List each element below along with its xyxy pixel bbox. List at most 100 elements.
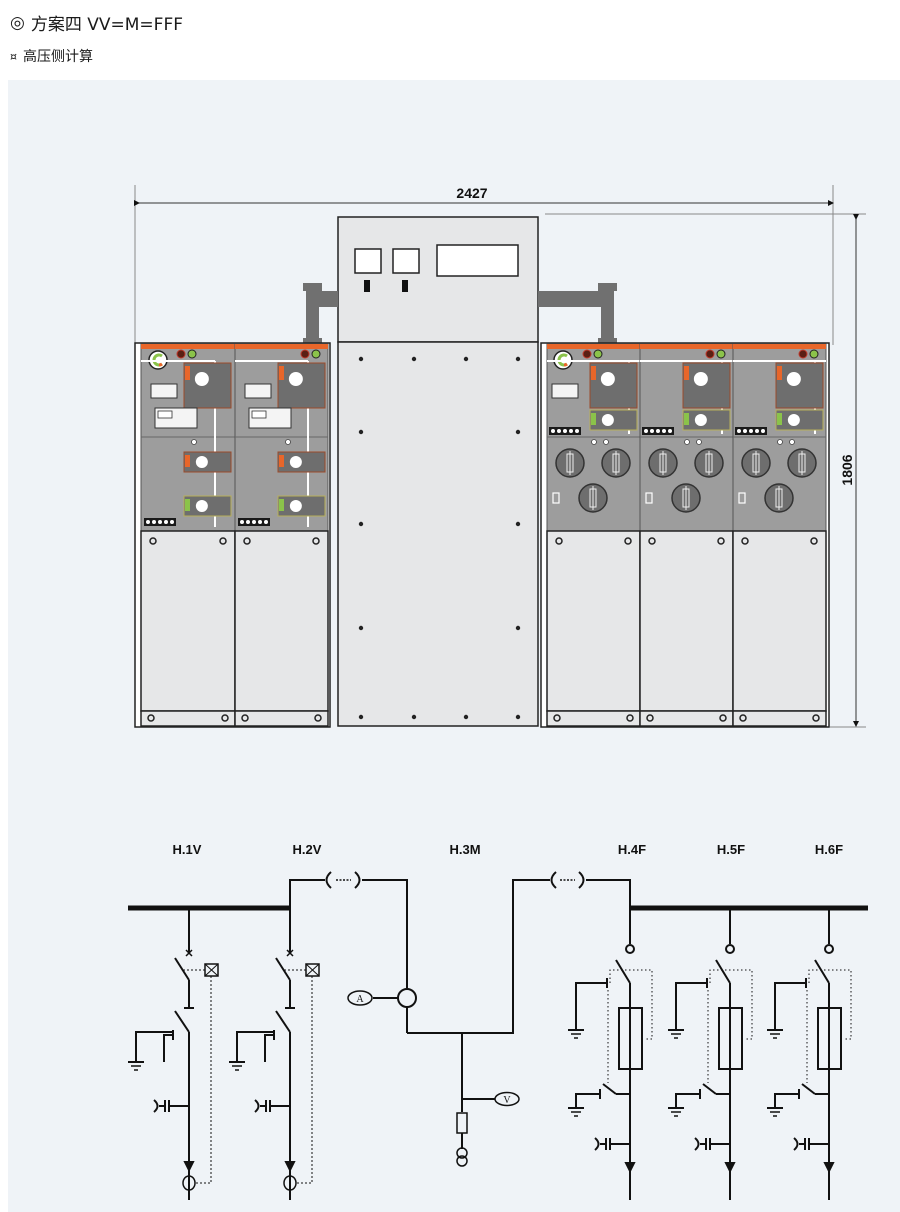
cabinet-plinth: [234, 710, 329, 727]
relay-unit: [551, 383, 579, 399]
ammeter-label: A: [356, 994, 364, 1005]
indicator-red-icon: [582, 349, 592, 359]
load-switch-blade: [275, 957, 291, 981]
plinth-bolt-icon: [646, 714, 654, 722]
trip-circuit-link: [195, 976, 212, 1184]
indicator-red-icon: [300, 349, 310, 359]
mechanism-dial-icon: [786, 372, 801, 386]
cable-arrow-icon: [624, 1162, 636, 1174]
earth-connector: [135, 1031, 174, 1062]
cable-termination-icon: [793, 1137, 799, 1151]
cabinet-plinth: [639, 710, 734, 727]
terminal-dot: [644, 429, 648, 433]
door-bolt-icon: [149, 537, 157, 545]
earth-switch-blade: [801, 1083, 816, 1095]
mechanism-label-strip: [279, 366, 284, 380]
trip-coil-cross: [204, 963, 219, 977]
mechanism-label-strip: [185, 455, 190, 467]
mechanism-label-strip: [279, 455, 284, 467]
plinth-bolt-icon: [812, 714, 820, 722]
fuse-indicator-icon: [738, 492, 746, 504]
cabinet-lower-door: [234, 530, 329, 712]
terminal-dot: [557, 429, 561, 433]
indicator-red-icon: [798, 349, 808, 359]
mechanism-dial-icon: [195, 456, 208, 468]
load-switch-blade: [814, 959, 830, 984]
plinth-bolt-icon: [221, 714, 229, 722]
terminal-dot: [569, 429, 573, 433]
bushing-icon: [824, 944, 834, 954]
earth-switch-line: [774, 982, 806, 1030]
door-bolt-icon: [648, 537, 656, 545]
load-switch-blade: [715, 959, 731, 984]
width-dimension: 2427: [134, 185, 834, 345]
plinth-bolt-icon: [739, 714, 747, 722]
unit-label-H4F: H.4F: [618, 842, 646, 857]
mechanism-dial-icon: [289, 456, 302, 468]
plinth-bolt-icon: [626, 714, 634, 722]
unit-label-H3M: H.3M: [449, 842, 480, 857]
terminal-dot: [258, 520, 262, 524]
operating-mechanism: [589, 362, 638, 409]
indicator-lamp-icon: [591, 439, 597, 445]
indicator-green-icon: [809, 349, 819, 359]
terminal-dot: [246, 520, 250, 524]
page-title: ◎ 方案四 VV=M=FFF: [10, 10, 183, 36]
cabinet-H.1V: [140, 343, 236, 727]
terminal-dot: [146, 520, 150, 524]
door-bolt-icon: [312, 537, 320, 545]
mechanism-dial-icon: [195, 500, 208, 512]
bushing-icon: [725, 944, 735, 954]
terminal-dot: [662, 429, 666, 433]
terminal-dot: [551, 429, 555, 433]
bushing-icon: [625, 944, 635, 954]
cabinet-lower-door: [732, 530, 827, 712]
mechanism-label-strip: [185, 499, 190, 511]
door-bolt-icon: [624, 537, 632, 545]
cabinet-H.6F: [732, 343, 827, 727]
disconnect-x-icon: [185, 949, 193, 957]
indicator-lamp-icon: [285, 439, 291, 445]
operating-mechanism: [183, 362, 232, 409]
mechanism-label-strip: [684, 413, 689, 425]
mechanism-dial-icon: [194, 372, 209, 386]
plinth-bolt-icon: [553, 714, 561, 722]
mechanism-dial-icon: [289, 500, 302, 512]
metering-cabinet-H3M: [337, 216, 539, 727]
load-switch-blade: [615, 959, 631, 984]
orange-top-strip: [733, 344, 826, 349]
operating-mechanism: [277, 362, 326, 409]
height-dimension-label: 1806: [839, 454, 855, 485]
single-line-diagram: H.1V H.2V H.3M H.4F H.5F H.6F A V: [128, 842, 868, 1200]
terminal-dot: [761, 429, 765, 433]
subtitle-text: 高压侧计算: [23, 49, 93, 65]
meter-window-2: [392, 248, 420, 274]
plinth-bolt-icon: [314, 714, 322, 722]
earth-switch-line: [163, 1034, 174, 1062]
unit-label-H5F: H.5F: [717, 842, 745, 857]
terminal-dot: [158, 520, 162, 524]
mechanism-dial-icon: [600, 372, 615, 386]
bus-duct-right: [538, 283, 617, 344]
mechanism-dial-icon: [601, 414, 614, 426]
plinth-bolt-icon: [241, 714, 249, 722]
cable-termination-icon: [254, 1099, 260, 1113]
relay-unit: [244, 383, 272, 399]
trip-coil-cross: [305, 963, 320, 977]
breaker-blade: [174, 1010, 190, 1033]
mechanism-label-strip: [684, 366, 689, 380]
indicator-red-icon: [176, 349, 186, 359]
cabinet-lower-door: [546, 530, 641, 712]
door-bolt-icon: [219, 537, 227, 545]
voltmeter-label: V: [503, 1095, 511, 1106]
mechanism-label-strip: [591, 366, 596, 380]
door-bolt-icon: [810, 537, 818, 545]
load-switch-blade: [174, 957, 190, 981]
fuse-trip-link: [609, 969, 653, 1040]
cable-arrow-icon: [284, 1161, 296, 1173]
earth-switch-blade: [602, 1083, 617, 1095]
width-dimension-label: 2427: [456, 185, 487, 201]
mechanism-dial-icon: [694, 414, 707, 426]
earth-switch-blade: [702, 1083, 717, 1095]
meter-window-1: [354, 248, 382, 274]
